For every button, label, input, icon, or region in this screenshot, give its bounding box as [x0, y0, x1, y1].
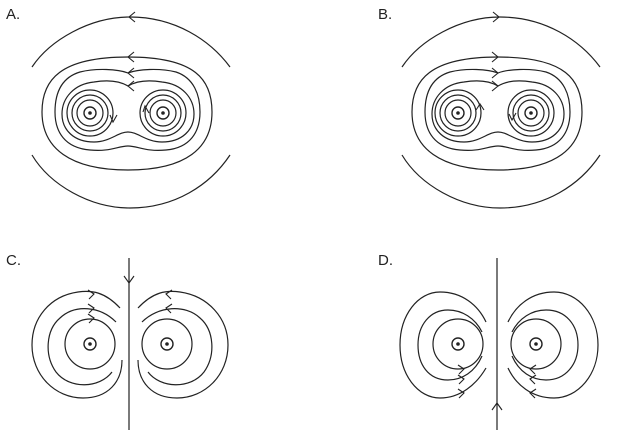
panel-a-outer-arc-bottom: [31, 154, 231, 209]
panel-c-right-loop-3: [141, 318, 193, 370]
panel-a-left-loop-3: [76, 99, 104, 127]
panel-b-arrow-right-loop: [508, 112, 517, 122]
panel-b-left-wire-dot: [456, 111, 460, 115]
panel-a-arrow-4: [127, 80, 135, 92]
panel-a-left-wire-dot: [88, 111, 92, 115]
panel-b-arrow-4: [491, 80, 499, 92]
panel-d: [399, 258, 599, 430]
panel-c-arrow-left-1: [87, 289, 95, 300]
panel-a-left-loop-1: [66, 89, 114, 137]
panel-c-left-loop-2: [47, 308, 117, 386]
panel-c-right-wire-dot: [165, 342, 169, 346]
panel-d-left-loop-2: [417, 309, 483, 381]
panel-b-arrow-3: [491, 67, 499, 79]
panel-a-arrow-top: [128, 11, 136, 23]
panel-d-left-loop-3: [432, 318, 484, 370]
panel-b-arrow-left-loop: [475, 103, 485, 111]
panel-a-arrow-2: [127, 51, 135, 63]
panel-c: [31, 258, 229, 430]
panel-b-field-line-3: [424, 68, 571, 152]
panel-c-right-loop-1: [137, 290, 229, 399]
panel-d-arrow-right-1: [529, 364, 537, 375]
panel-b-left-loop-3: [444, 99, 472, 127]
panel-c-left-wire-dot: [88, 342, 92, 346]
panel-b-field-line-4: [431, 80, 565, 143]
panel-label-b: B.: [378, 6, 393, 23]
panel-c-left-loop-3: [64, 318, 116, 370]
panel-a-field-line-2: [41, 56, 213, 171]
panel-label-a: A.: [6, 6, 21, 23]
panel-a-left-loop-2: [71, 94, 109, 132]
panel-d-arrow-left-2: [457, 374, 465, 385]
panel-b-field-line-2: [411, 56, 583, 171]
panel-d-left-loop-1: [399, 291, 487, 399]
panel-b-right-loop-1: [507, 89, 555, 137]
panel-a: [31, 11, 231, 209]
panel-b: [401, 11, 601, 209]
panel-d-right-loop-3: [510, 318, 562, 370]
panel-b-outer-arc-top: [401, 16, 601, 68]
panel-a-arrow-3: [127, 67, 135, 79]
panel-a-right-loop-1: [139, 89, 187, 137]
panel-c-arrow-left-2: [87, 303, 95, 314]
panel-c-arrow-left-3: [87, 313, 95, 324]
panel-d-arrow-right-3: [529, 388, 537, 399]
panel-b-right-loop-3: [517, 99, 545, 127]
panel-a-right-wire-dot: [161, 111, 165, 115]
panel-a-field-line-4: [61, 80, 195, 143]
panel-c-left-loop-1: [31, 290, 123, 399]
panel-b-arrow-2: [491, 51, 499, 63]
panel-d-left-wire-dot: [456, 342, 460, 346]
panel-d-arrow-left-1: [457, 364, 465, 375]
panel-c-right-loop-2: [141, 308, 213, 386]
panel-d-right-loop-2: [511, 309, 579, 381]
panel-a-arrow-left-loop: [109, 114, 118, 124]
panel-c-arrow-right-1: [165, 289, 173, 300]
panel-label-d: D.: [378, 252, 393, 269]
panel-a-arrow-right-loop: [142, 104, 150, 114]
panel-c-divider-arrow: [123, 275, 135, 284]
panel-a-outer-arc-top: [31, 16, 231, 68]
panel-a-field-line-3: [54, 68, 201, 152]
panel-d-right-loop-1: [507, 291, 599, 399]
panel-d-arrow-right-2: [529, 374, 537, 385]
panel-b-arrow-top: [492, 11, 500, 23]
panel-d-right-wire-dot: [534, 342, 538, 346]
panel-d-arrow-left-3: [457, 388, 465, 399]
panel-b-left-loop-2: [439, 94, 477, 132]
panel-b-left-loop-1: [434, 89, 482, 137]
panel-d-divider-arrow: [491, 402, 503, 411]
panel-a-right-loop-3: [149, 99, 177, 127]
panel-b-outer-arc-bottom: [401, 154, 601, 209]
panel-c-arrow-right-2: [165, 303, 173, 314]
panel-b-right-loop-2: [512, 94, 550, 132]
panel-label-c: C.: [6, 252, 21, 269]
panel-b-right-wire-dot: [529, 111, 533, 115]
panel-a-right-loop-2: [144, 94, 182, 132]
